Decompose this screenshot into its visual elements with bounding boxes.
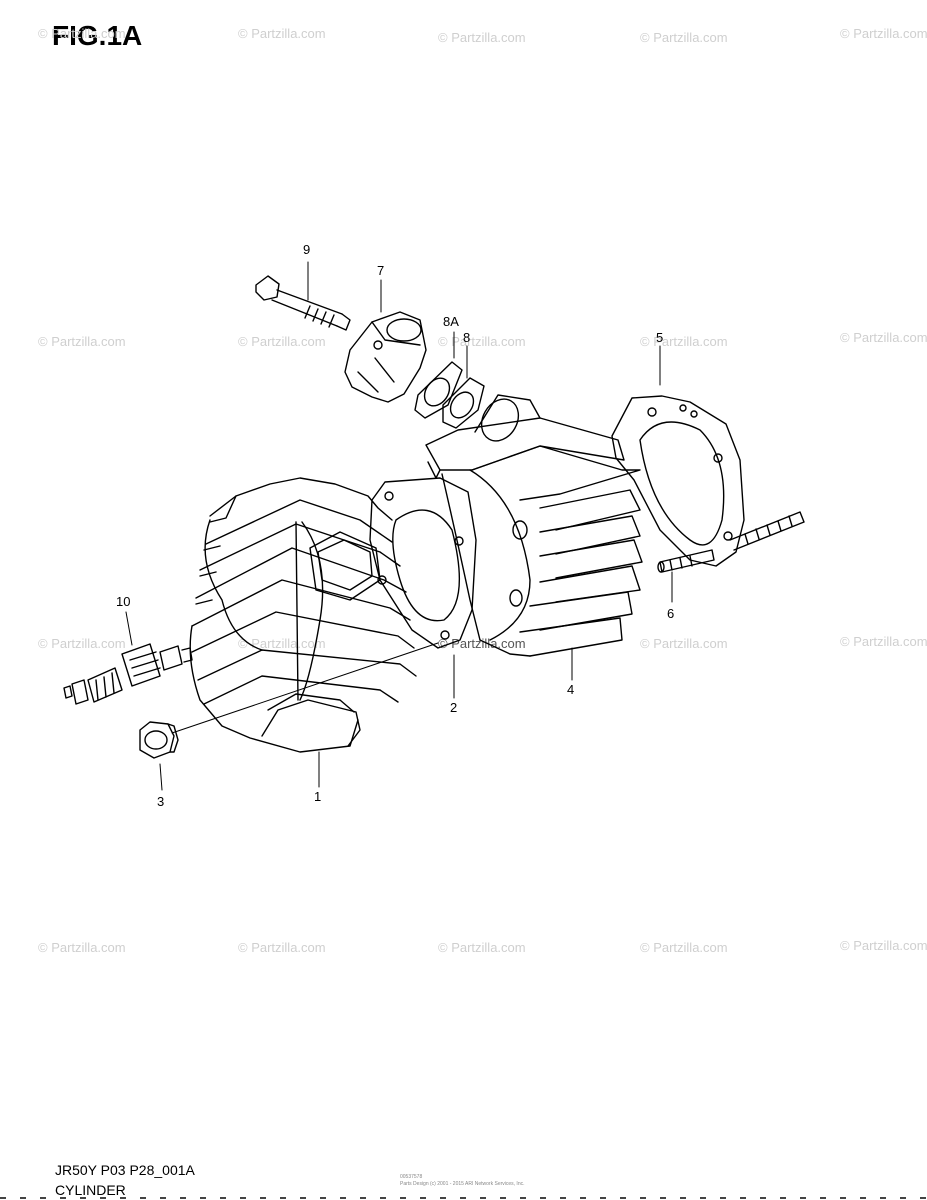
callout-label: 6 [667, 606, 675, 621]
bolt-part-9 [255, 275, 351, 331]
watermark: © Partzilla.com [38, 940, 126, 955]
callout-label: 9 [303, 242, 311, 257]
watermark: © Partzilla.com [640, 636, 728, 651]
watermark: © Partzilla.com [640, 334, 728, 349]
watermark: © Partzilla.com [840, 330, 927, 345]
callout-label: 1 [314, 789, 322, 804]
figure-code: JR50Y P03 P28_001A [55, 1162, 195, 1178]
cylinder-part-4 [425, 394, 643, 657]
callout-label: 3 [157, 794, 165, 809]
figure-name: CYLINDER [55, 1182, 126, 1198]
nut-part-3 [139, 721, 179, 759]
copyright-line: 00537578 [400, 1174, 423, 1180]
watermark: © Partzilla.com [640, 940, 728, 955]
callout-label: 10 [116, 594, 131, 609]
watermark: © Partzilla.com [840, 634, 927, 649]
callout-label: 7 [377, 263, 385, 278]
gasket-part-8a [414, 361, 463, 419]
watermark: © Partzilla.com [38, 334, 126, 349]
stud-bolt-part-6 [657, 511, 805, 573]
watermark: © Partzilla.com [38, 636, 126, 651]
watermark: © Partzilla.com [840, 26, 927, 41]
callout-label: 4 [567, 682, 575, 697]
cylinder-head-part-1 [189, 477, 417, 753]
watermark: © Partzilla.com [238, 334, 326, 349]
intake-pipe-part-7 [344, 311, 427, 403]
gasket-part-8 [442, 377, 485, 429]
bottom-border-dashes [0, 1197, 927, 1199]
callout-label: 8A [443, 314, 459, 329]
watermark: © Partzilla.com [438, 940, 526, 955]
copyright-notice: 00537578 Parts Design (c) 2001 - 2015 AR… [400, 1174, 525, 1188]
watermark: © Partzilla.com [238, 26, 326, 41]
callout-label: 5 [656, 330, 664, 345]
watermark: © Partzilla.com [640, 30, 728, 45]
watermark: © Partzilla.com [238, 940, 326, 955]
copyright-line: Parts Design (c) 2001 - 2015 ARI Network… [400, 1181, 525, 1187]
callout-label: 8 [463, 330, 471, 345]
spark-plug-part-10 [63, 643, 193, 705]
callout-label: 2 [450, 700, 458, 715]
watermark: © Partzilla.com [38, 26, 126, 41]
watermark: © Partzilla.com [438, 334, 526, 349]
watermark: © Partzilla.com [238, 636, 326, 651]
head-gasket-part-2 [369, 477, 477, 649]
watermark: © Partzilla.com [438, 30, 526, 45]
figure-title: FIG.1A [52, 20, 143, 51]
watermark: © Partzilla.com [840, 938, 927, 953]
